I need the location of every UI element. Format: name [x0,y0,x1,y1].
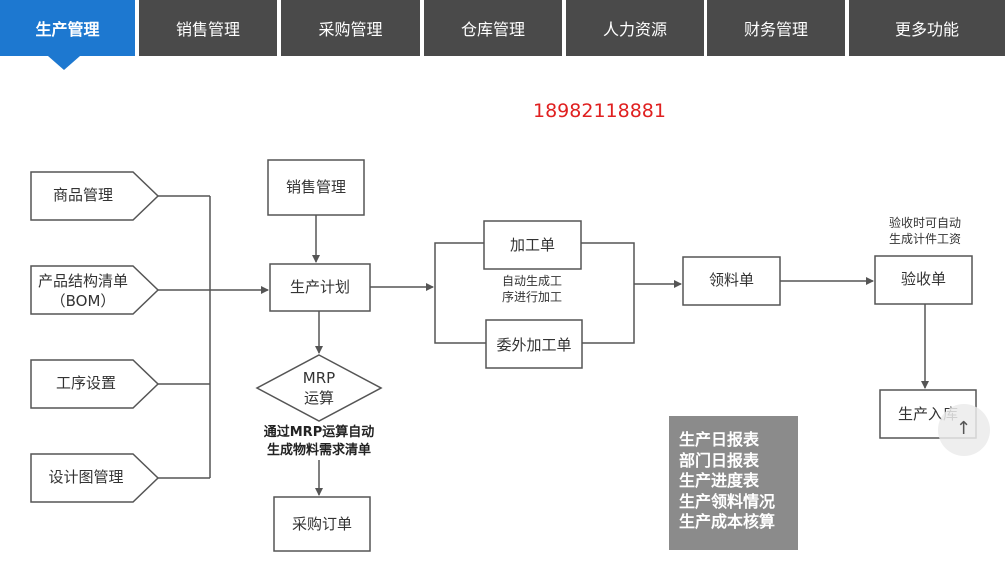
back-to-top-button[interactable]: ↑ [938,404,990,456]
outsource-label: 委外加工单 [496,336,572,354]
reports-panel: 生产日报表 部门日报表 生产进度表 生产领料情况 生产成本核算 [669,416,798,550]
report-item: 部门日报表 [679,450,760,470]
report-item: 生产领料情况 [679,491,776,511]
processing-note-line2: 序进行加工 [501,290,562,304]
tab-sales[interactable]: 销售管理 [139,0,277,56]
acceptance-label: 验收单 [900,270,946,288]
acceptance-note-line1: 验收时可自动 [888,216,961,230]
tab-more[interactable]: 更多功能 [849,0,1005,56]
acceptance-note-line2: 生成计件工资 [888,232,961,246]
process-node [30,359,160,409]
goods-node [30,171,160,221]
report-item: 生产成本核算 [679,512,776,531]
mrp-note-line1: 通过MRP运算自动 [263,425,375,440]
purchase-node [273,496,371,552]
sales-label: 销售管理 [285,178,346,196]
plan-label: 生产计划 [289,278,350,296]
report-item: 生产日报表 [679,430,760,449]
processing-node [483,220,582,270]
tab-hr[interactable]: 人力资源 [566,0,704,56]
phone-number: 18982118881 [533,100,666,122]
mrp-label-line1: MRP [302,369,336,387]
processing-label: 加工单 [509,236,555,254]
acceptance-node [874,255,973,305]
mrp-note-line2: 生成物料需求清单 [266,443,371,458]
tab-finance[interactable]: 财务管理 [707,0,845,56]
plan-node [269,263,371,312]
report-item: 生产进度表 [679,471,760,490]
connector-processing-merge [581,242,635,344]
purchase-label: 采购订单 [291,515,352,533]
drawing-node [30,453,160,503]
bom-label-line1: 产品结构清单 [37,272,128,290]
tab-production[interactable]: 生产管理 [0,0,135,56]
process-label: 工序设置 [55,374,116,392]
outsource-node [485,319,583,369]
connector-processing-branch [434,242,486,344]
sales-node [267,159,365,216]
tab-warehouse[interactable]: 仓库管理 [424,0,562,56]
top-nav: 生产管理 销售管理 采购管理 仓库管理 人力资源 财务管理 更多功能 [0,0,1005,70]
processing-note-line1: 自动生成工 [501,274,562,288]
goods-label: 商品管理 [52,186,113,204]
material-label: 领料单 [708,271,754,289]
bom-label-line2: （BOM） [50,292,116,310]
arrow-up-icon: ↑ [956,418,972,439]
bom-node [30,265,160,315]
mrp-label-line2: 运算 [303,389,334,407]
active-tab-pointer [48,56,80,70]
mrp-node [255,354,383,422]
tab-purchase[interactable]: 采购管理 [281,0,420,56]
drawing-label: 设计图管理 [48,468,124,486]
